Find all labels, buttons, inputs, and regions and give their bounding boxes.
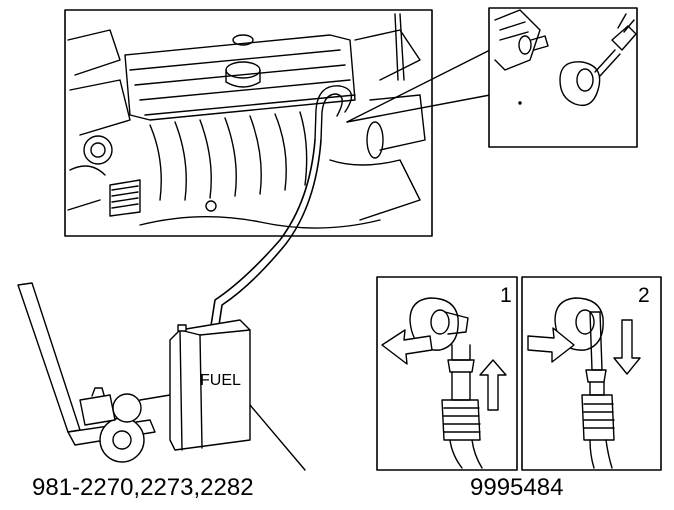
- fuel-line: [209, 139, 322, 333]
- connector-detail-inset: [488, 7, 638, 148]
- fuel-can-label: FUEL: [200, 372, 241, 389]
- tool-part-numbers: 981-2270,2273,2282: [32, 474, 254, 501]
- step-2-panel: [521, 276, 662, 471]
- engine-bay-panel: [64, 9, 491, 237]
- fuel-trolley: [17, 282, 306, 471]
- step-1-number: 1: [500, 284, 512, 307]
- connector-tool-number: 9995484: [470, 474, 564, 501]
- step-1-panel: [376, 276, 518, 471]
- step-2-number: 2: [638, 284, 650, 307]
